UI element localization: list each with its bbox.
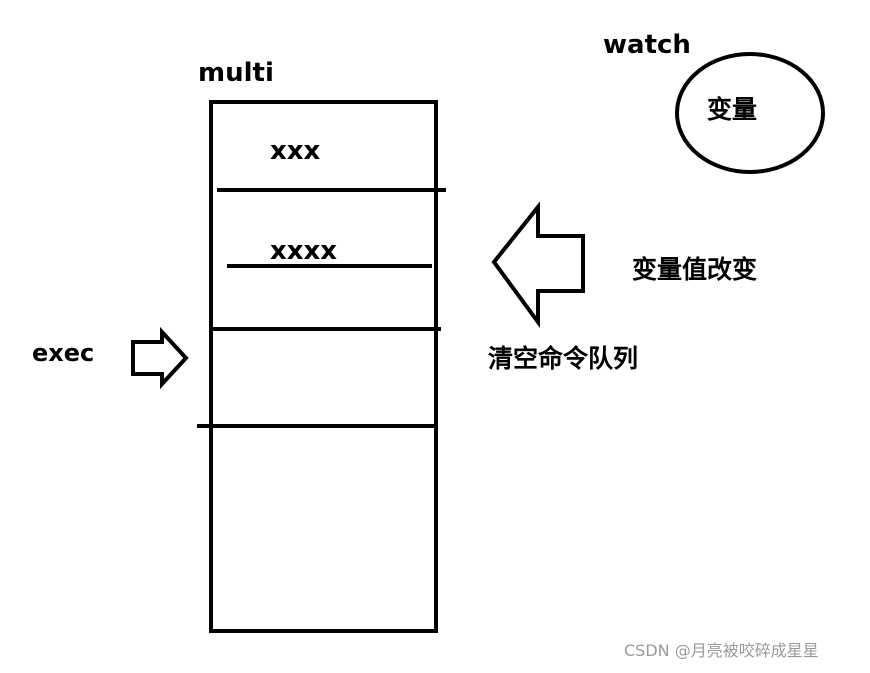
exec-label: exec (32, 339, 95, 367)
queued-command-2-label: xxxx (270, 236, 338, 266)
watermark-text: CSDN @月亮被咬碎成星星 (624, 641, 819, 660)
watched-variable-label: 变量 (707, 95, 758, 124)
multi-label: multi (198, 58, 274, 88)
variable-changed-arrow-icon (491, 201, 585, 329)
variable-changed-label: 变量值改变 (632, 255, 758, 284)
exec-arrow-icon (131, 326, 189, 390)
watch-label: watch (603, 30, 691, 60)
queued-command-1-label: xxx (270, 136, 321, 166)
clear-queue-label: 清空命令队列 (488, 344, 639, 373)
watch-variable-ellipse (675, 52, 825, 174)
multi-queue-box (209, 100, 438, 633)
